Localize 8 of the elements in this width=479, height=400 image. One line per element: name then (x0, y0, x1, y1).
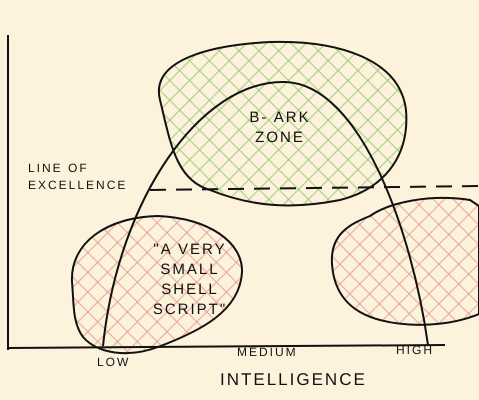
zone-label: B- ARK ZONE (248, 108, 312, 148)
axis-title: INTELLIGENCE (220, 370, 367, 390)
tick-label: HIGH (396, 343, 434, 357)
tick-label: LOW (97, 355, 130, 369)
hatched-blob (330, 194, 479, 328)
tick-label: MEDIUM (237, 345, 298, 359)
axis-note: LINE OF EXCELLENCE (28, 160, 128, 194)
zone-label: "A VERY SMALL SHELL SCRIPT" (152, 240, 228, 320)
